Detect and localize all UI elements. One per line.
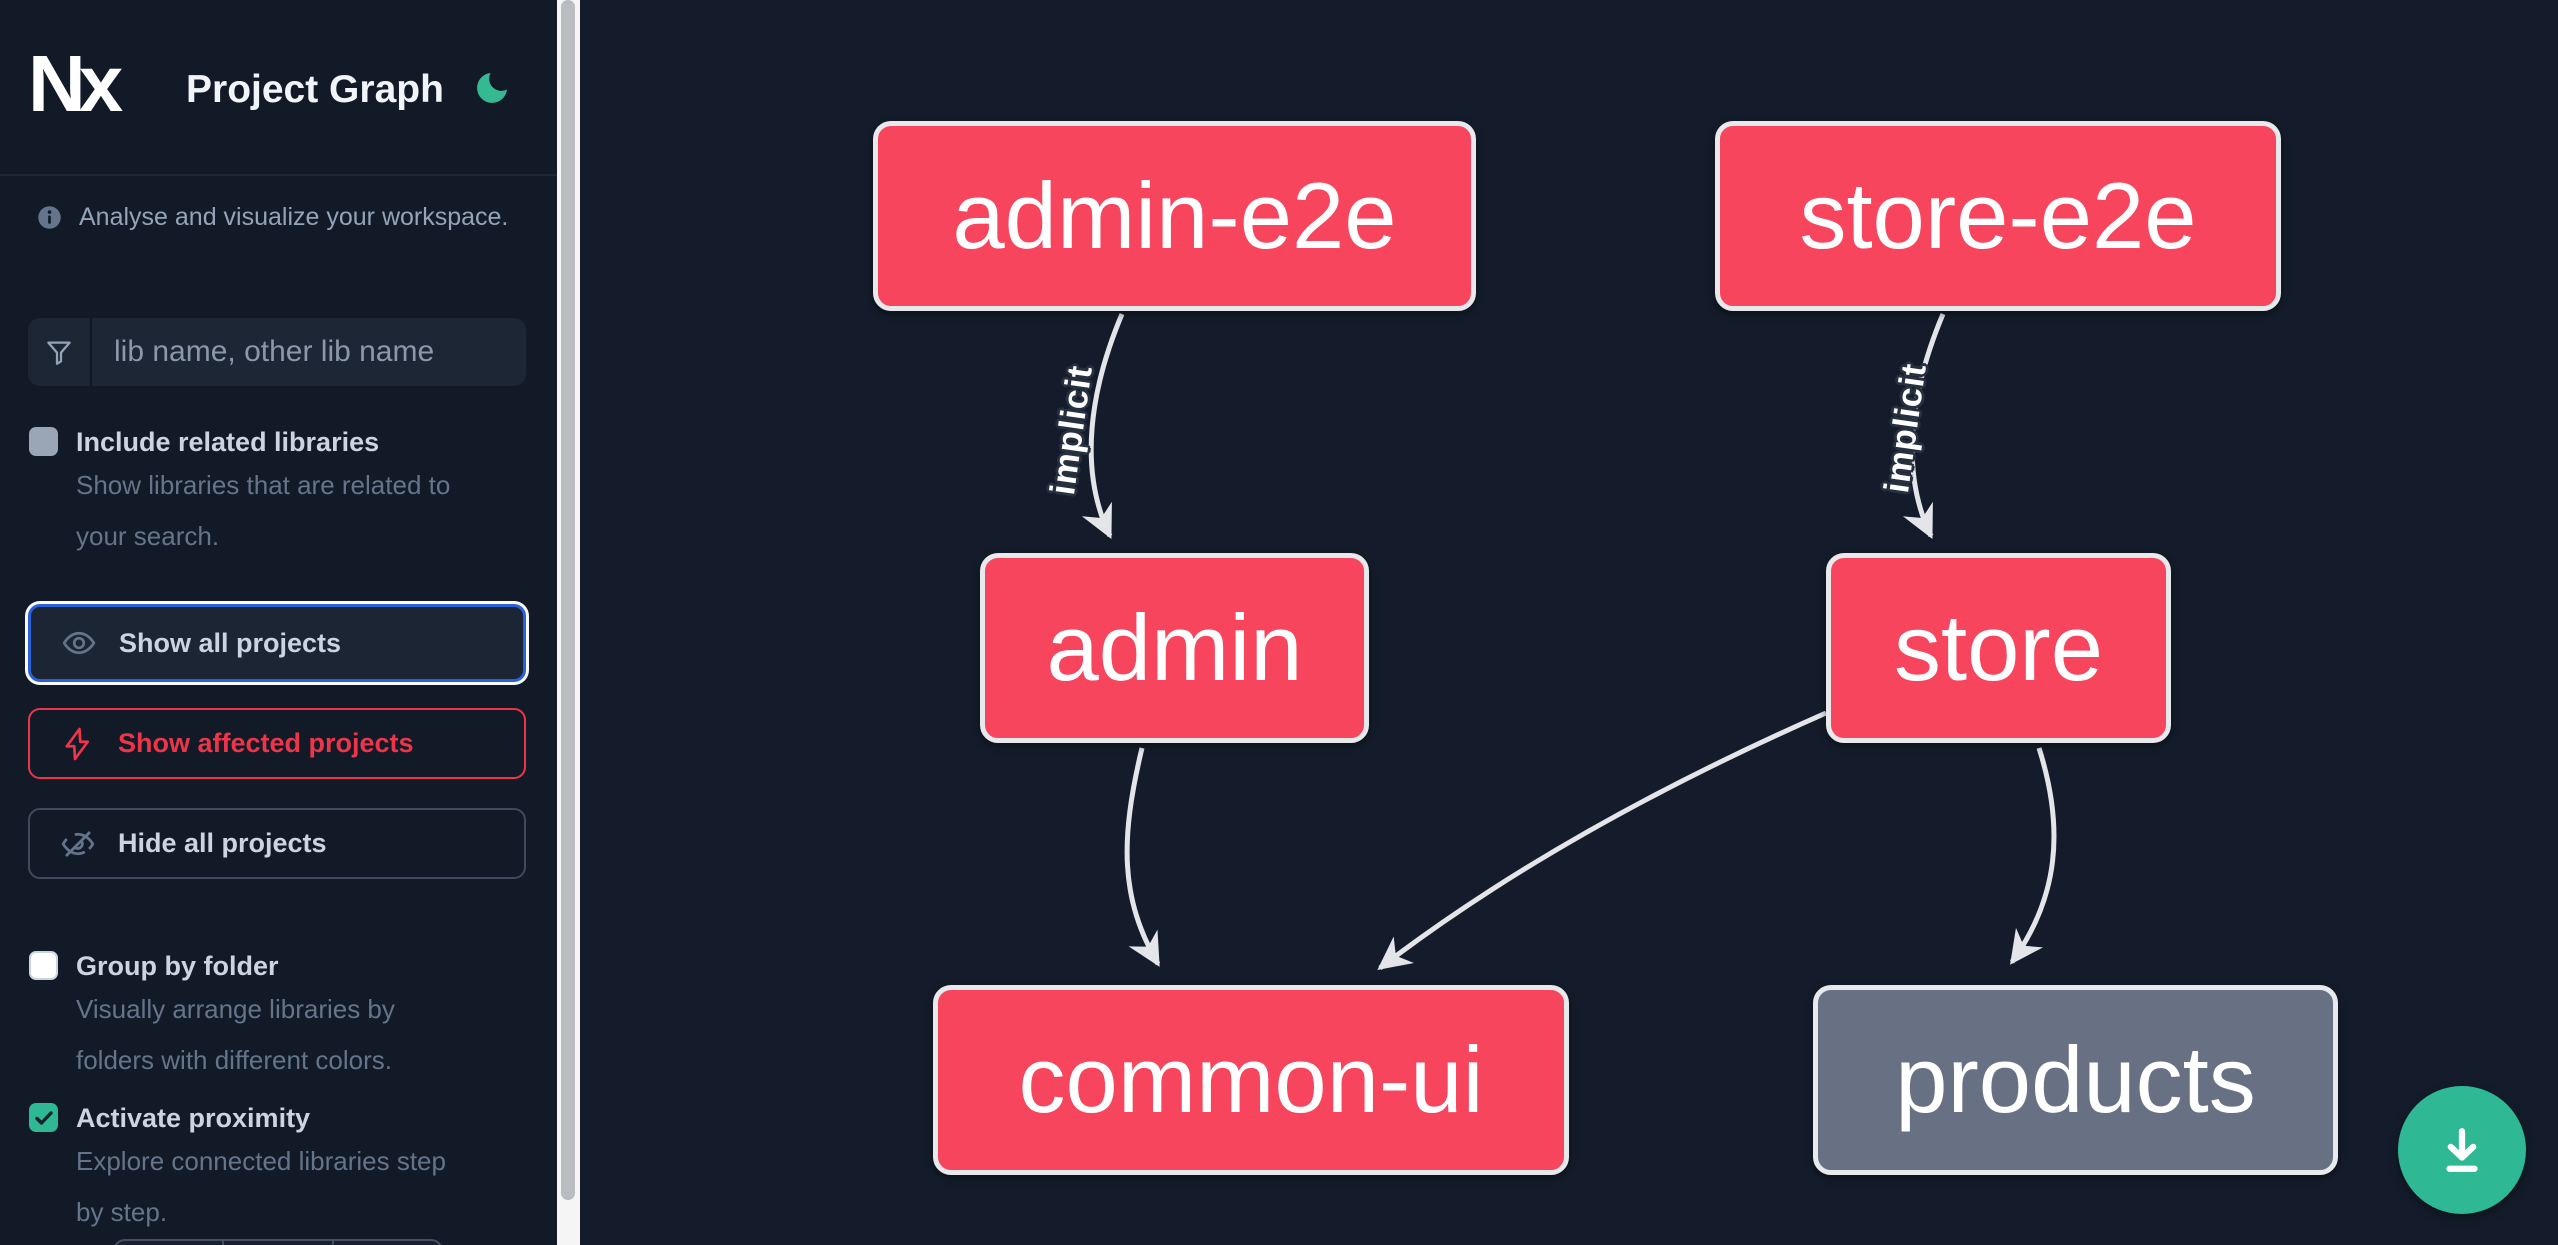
- edge-admin-to-common-ui: [1124, 747, 1161, 967]
- workspace-info: Analyse and visualize your workspace.: [36, 203, 508, 232]
- activate-proximity-desc-line1: Explore connected libraries step: [76, 1146, 446, 1176]
- include-related-label: Include related libraries: [76, 427, 380, 457]
- show-affected-projects-button[interactable]: Show affected projects: [28, 708, 526, 779]
- edge-admin-e2e-to-admin: [1081, 313, 1125, 540]
- proximity-depth-stepper: [113, 1239, 443, 1245]
- graph-node-common-ui[interactable]: common-ui: [933, 985, 1569, 1175]
- search-box: [28, 318, 526, 386]
- edge-store-to-common-ui: [1377, 710, 1828, 971]
- stepper-increment-button[interactable]: [331, 1241, 441, 1245]
- eye-icon: [62, 631, 96, 655]
- graph-node-store[interactable]: store: [1826, 553, 2171, 743]
- option-include-related: Include related libraries Show libraries…: [29, 424, 529, 562]
- download-graph-button[interactable]: [2398, 1086, 2526, 1214]
- filter-icon: [47, 341, 71, 365]
- check-icon: [34, 1110, 53, 1125]
- activate-proximity-desc-line2: by step.: [76, 1197, 168, 1227]
- sidebar: Nx Project Graph Analyse and visualize y…: [0, 0, 557, 1245]
- page-title: Project Graph: [186, 68, 444, 111]
- group-by-folder-desc-line2: folders with different colors.: [76, 1045, 392, 1075]
- hide-all-projects-label: Hide all projects: [118, 828, 327, 858]
- download-icon: [2446, 1128, 2478, 1172]
- nx-logo: Nx: [28, 39, 123, 128]
- moon-icon: [477, 73, 507, 103]
- scrollbar-thumb[interactable]: [561, 0, 575, 1200]
- activate-proximity-label: Activate proximity: [76, 1103, 311, 1133]
- option-activate-proximity: Activate proximity Explore connected lib…: [29, 1100, 529, 1238]
- activate-proximity-checkbox[interactable]: [29, 1103, 58, 1132]
- include-related-desc-line2: your search.: [76, 521, 220, 551]
- bolt-icon: [65, 727, 90, 760]
- group-by-folder-desc-line1: Visually arrange libraries by: [76, 994, 395, 1024]
- include-related-checkbox[interactable]: [29, 427, 58, 456]
- group-by-folder-label: Group by folder: [76, 951, 279, 981]
- hide-all-projects-button[interactable]: Hide all projects: [28, 808, 526, 879]
- project-graph-canvas[interactable]: implicit implicit admin-e2e store-e2e ad…: [580, 0, 2558, 1245]
- include-related-desc-line1: Show libraries that are related to: [76, 470, 451, 500]
- edge-store-to-products: [2009, 747, 2057, 965]
- sidebar-header: Nx Project Graph: [0, 0, 557, 176]
- eye-off-icon: [61, 830, 95, 857]
- graph-node-admin-e2e[interactable]: admin-e2e: [873, 121, 1476, 311]
- edge-store-e2e-to-store: [1902, 313, 1946, 540]
- graph-edges: [1081, 313, 2057, 971]
- group-by-folder-checkbox[interactable]: [29, 951, 58, 980]
- show-all-projects-button[interactable]: Show all projects: [28, 604, 526, 682]
- graph-node-products[interactable]: products: [1813, 985, 2338, 1175]
- show-affected-projects-label: Show affected projects: [118, 728, 414, 758]
- info-icon: [38, 206, 61, 229]
- stepper-value: [222, 1241, 331, 1245]
- option-group-by-folder: Group by folder Visually arrange librari…: [29, 948, 529, 1086]
- sidebar-scrollbar[interactable]: [557, 0, 580, 1245]
- info-text: Analyse and visualize your workspace.: [79, 203, 509, 231]
- search-input[interactable]: [92, 318, 526, 386]
- filter-icon-cell: [28, 318, 92, 386]
- dark-mode-toggle[interactable]: [472, 68, 512, 108]
- graph-node-store-e2e[interactable]: store-e2e: [1715, 121, 2281, 311]
- show-all-projects-label: Show all projects: [119, 627, 342, 658]
- stepper-decrement-button[interactable]: [115, 1241, 222, 1245]
- graph-node-admin[interactable]: admin: [980, 553, 1369, 743]
